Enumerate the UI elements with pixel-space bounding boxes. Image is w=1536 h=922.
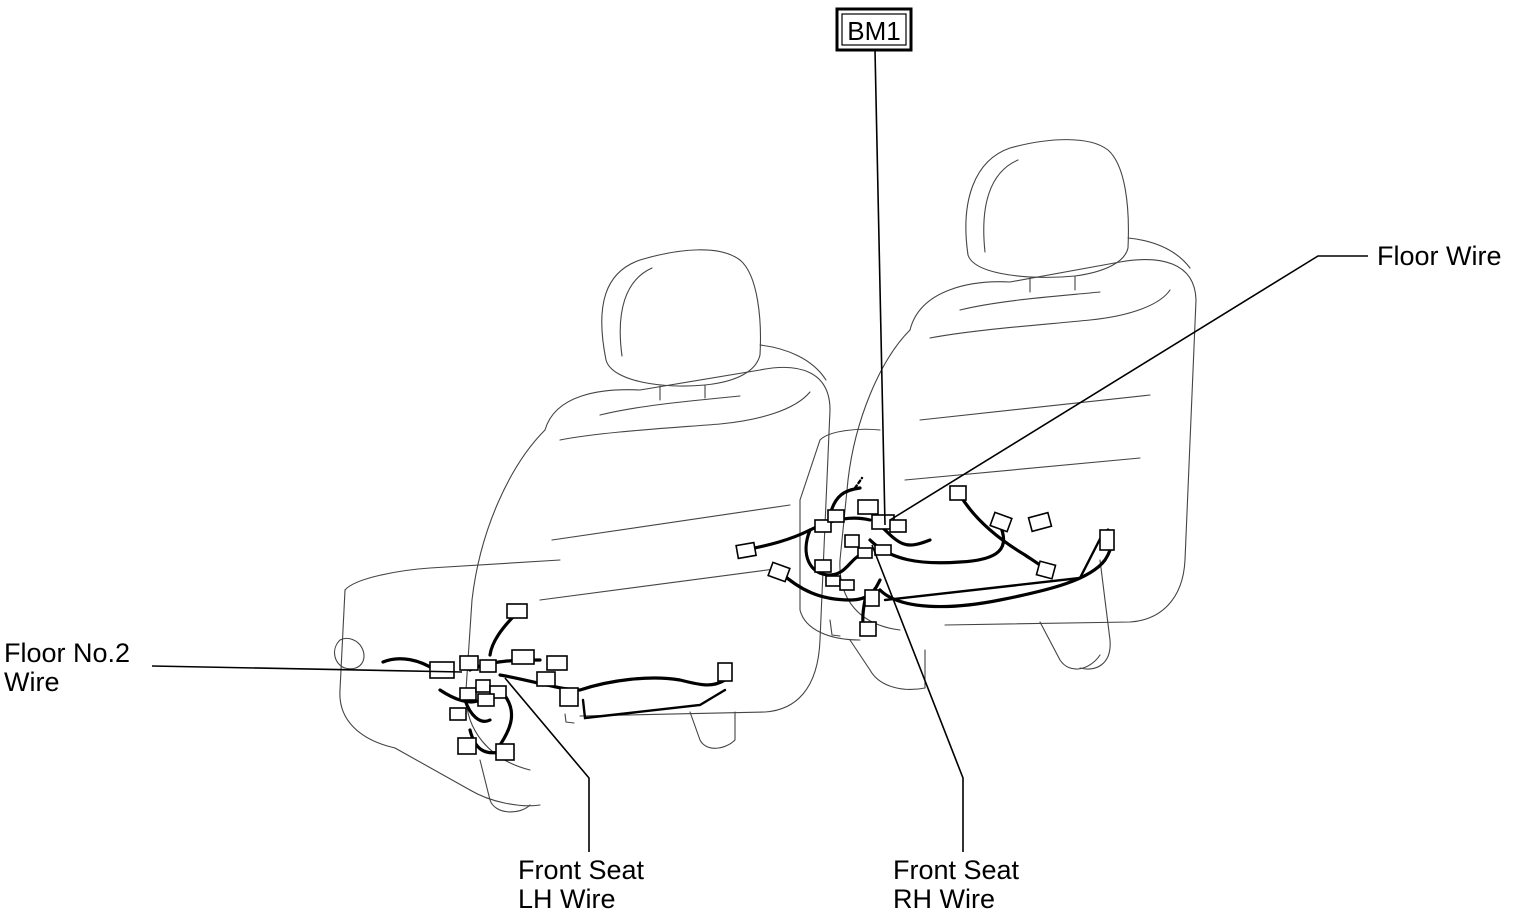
bm1-label: BM1 bbox=[847, 16, 900, 46]
front-seat-lh-wire-leader bbox=[504, 677, 590, 852]
floor-wire-label: Floor Wire bbox=[1377, 241, 1502, 271]
front-seat-rh-wire-harness bbox=[735, 476, 1115, 637]
floor-no2-wire-label-line2: Wire bbox=[4, 667, 60, 697]
floor-wire-leader bbox=[889, 255, 1368, 521]
front-seat-lh-wire-harness bbox=[381, 603, 733, 761]
floor-no2-wire-label-line1: Floor No.2 bbox=[4, 638, 130, 668]
front-seat-lh-wire-label-line1: Front Seat bbox=[518, 855, 645, 885]
leader-lines bbox=[151, 49, 1368, 852]
floor-no2-wire-leader bbox=[151, 665, 463, 673]
bm1-connector-tag: BM1 bbox=[835, 7, 913, 52]
front-seat-rh-wire-label-line2: RH Wire bbox=[893, 884, 995, 914]
front-seat-rh-wire-leader bbox=[871, 544, 964, 852]
left-seat-illustration bbox=[334, 249, 831, 813]
front-seat-lh-wire-label-line2: LH Wire bbox=[518, 884, 616, 914]
right-seat-illustration bbox=[799, 139, 1197, 690]
front-seat-rh-wire-label-line1: Front Seat bbox=[893, 855, 1020, 885]
bm1-leader bbox=[874, 49, 886, 526]
